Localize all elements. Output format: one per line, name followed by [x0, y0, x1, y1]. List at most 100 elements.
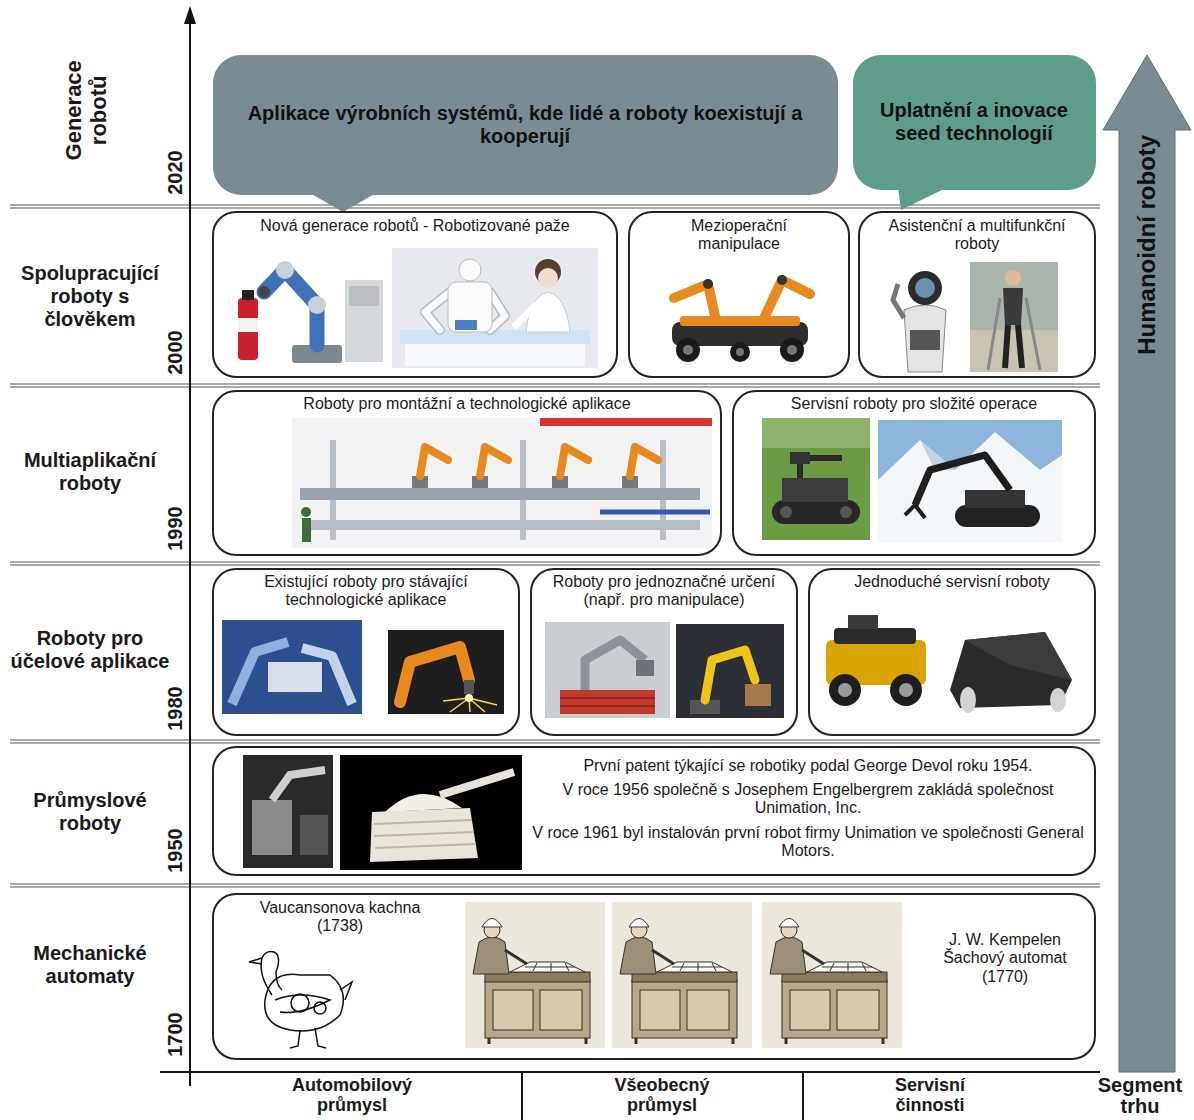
- band-separator-part: [10, 383, 1100, 384]
- cobot-scene-picture-part: [459, 259, 481, 281]
- wheeled-robot-picture-part: [890, 674, 922, 706]
- vaucanson-duck-picture-part: [275, 995, 330, 1013]
- arrow-text: Humanoidní roboty: [1133, 135, 1161, 355]
- unimate-robot-picture-part: [370, 808, 478, 862]
- vaucanson-duck-picture-part: [314, 1002, 326, 1014]
- band-separator-part: [10, 564, 1100, 565]
- cobot-scene-picture-part: [448, 282, 492, 332]
- axis-line: [160, 20, 1100, 1120]
- year-label: 2000: [163, 330, 186, 375]
- car-body-robots-picture-part: [268, 662, 322, 692]
- snow-robot-picture-part: [955, 505, 1040, 527]
- car-body-robots-picture: [222, 620, 362, 714]
- band-separator-part: [10, 742, 1100, 743]
- history-box: První patent týkající se robotiky podal …: [212, 746, 1096, 876]
- year-label: 1980: [163, 686, 186, 731]
- robot-arm-picture-part: [308, 296, 326, 314]
- band-separator-part: [10, 883, 1100, 884]
- assistive-robot-picture-part: [908, 271, 942, 305]
- robot-arm-picture-part: [238, 298, 258, 360]
- segment-label: Automobilový průmysl: [262, 1076, 442, 1116]
- assembly-line-picture-part: [310, 520, 700, 530]
- callout-bubble: Uplatnění a inovace seed technologií: [853, 55, 1096, 190]
- handling-robot-picture-part: [745, 684, 771, 706]
- wheeled-robot-picture-part: [899, 683, 913, 697]
- picture-caption: Vaucansonova kachna (1738): [240, 899, 440, 936]
- axis-line-part: [802, 1072, 804, 1120]
- assembly-line-picture-part: [630, 447, 658, 476]
- band-separator-part: [10, 386, 1100, 387]
- snow-robot-picture-part: [905, 505, 925, 518]
- mobile-base-picture-part: [965, 632, 1072, 680]
- band-separator-part: [10, 561, 1100, 562]
- assistive-robot-picture-part: [904, 305, 946, 372]
- unimate-photo-picture: [243, 755, 333, 868]
- robot-arm-picture-part: [276, 261, 294, 279]
- unimate-photo-picture-part: [300, 815, 328, 855]
- mobile-manipulator-picture-part: [777, 275, 787, 285]
- category-box: Roboty pro montážní a technologické apli…: [212, 390, 722, 556]
- cobot-scene-picture-part: [405, 344, 585, 366]
- callout-text: Aplikace výrobních systémů, kde lidé a r…: [245, 102, 805, 148]
- unimate-robot-picture-part: [440, 772, 514, 795]
- assistive-robot-picture-part: [910, 330, 940, 350]
- cobot-scene-picture-part: [538, 268, 558, 288]
- category-box: Asistenční a multifunkční roboty: [858, 211, 1096, 378]
- band-separator-part: [10, 886, 1100, 887]
- row-label: Mechanické automaty: [10, 942, 170, 988]
- mobile-base-picture: [950, 632, 1072, 713]
- assembly-line-picture-part: [300, 488, 700, 500]
- mobile-manipulator-picture-part: [730, 342, 750, 362]
- palletizing-robot-picture-part: [560, 698, 655, 706]
- snow-robot-picture-part: [965, 490, 1025, 508]
- unimate-photo-picture-part: [243, 755, 333, 868]
- callout-text: Uplatnění a inovace seed technologií: [864, 99, 1084, 145]
- year-label: 1950: [163, 828, 186, 873]
- exoskeleton-picture-part: [970, 262, 1058, 372]
- car-body-robots-picture-part: [232, 642, 288, 704]
- assembly-line-picture-part: [302, 518, 311, 542]
- mobile-manipulator-picture-part: [680, 316, 800, 326]
- cobot-scene-picture-part: [516, 306, 535, 325]
- palletizing-robot-picture-part: [545, 622, 670, 718]
- palletizing-robot-picture: [545, 622, 670, 718]
- vaucanson-duck-picture-part: [340, 982, 352, 1000]
- welding-robot-picture-part: [400, 647, 469, 702]
- mobile-manipulator-picture-part: [780, 338, 804, 362]
- picture-caption: J. W. Kempelen Šachový automat (1770): [930, 931, 1080, 986]
- category-box: Mezioperační manipulace: [628, 211, 850, 378]
- row-label: Spolupracující roboty s člověkem: [10, 262, 170, 331]
- exoskeleton-picture-part: [970, 330, 1058, 372]
- assembly-line-picture-part: [560, 447, 588, 476]
- exoskeleton-picture: [970, 262, 1058, 372]
- palletizing-robot-picture-part: [636, 660, 654, 676]
- box-title: Servisní roboty pro složité operace: [744, 395, 1084, 413]
- exoskeleton-picture-part: [1005, 325, 1022, 368]
- axis-line-part: [521, 1072, 523, 1120]
- mobile-manipulator-picture-part: [703, 279, 713, 289]
- history-box: Vaucansonova kachna (1738) J. W. Kempelen…: [212, 893, 1096, 1060]
- wheeled-robot-picture: [826, 615, 926, 706]
- chess-automaton-picture: [762, 902, 902, 1048]
- exoskeleton-picture-part: [1003, 288, 1023, 325]
- snow-robot-picture-part: [878, 432, 1062, 542]
- mobile-manipulator-picture-part: [676, 338, 700, 362]
- unimate-photo-picture-part: [252, 800, 292, 855]
- callout-body: [853, 55, 1096, 190]
- welding-robot-picture-part: [388, 630, 504, 714]
- military-robot-picture-part: [840, 506, 852, 518]
- handling-robot-picture-part: [676, 624, 784, 718]
- vaucanson-duck-picture: [249, 952, 352, 1048]
- military-robot-picture-part: [780, 506, 792, 518]
- wheeled-robot-picture-part: [829, 674, 861, 706]
- row-label: Multiaplikační roboty: [10, 449, 170, 495]
- mobile-manipulator-picture: [672, 275, 810, 362]
- category-box: Jednoduché servisní roboty: [808, 568, 1096, 736]
- car-body-robots-picture-part: [302, 648, 352, 704]
- band-separator-part: [10, 207, 1100, 208]
- band-separator-part: [10, 739, 1100, 740]
- robot-arm-picture-part: [242, 290, 254, 300]
- vaucanson-duck-picture-part: [290, 1028, 326, 1048]
- year-label: 1700: [163, 1012, 186, 1057]
